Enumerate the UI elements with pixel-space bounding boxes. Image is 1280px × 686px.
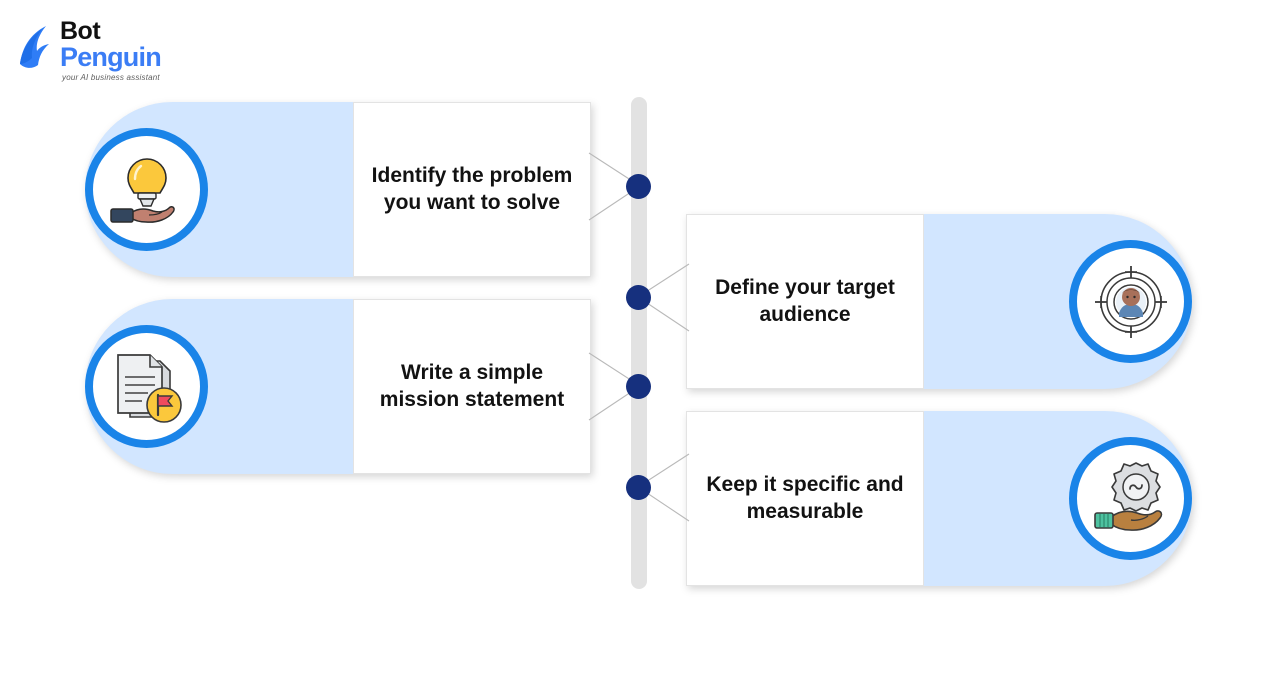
step-2-dot[interactable] (626, 285, 651, 310)
step-2-label: Define your target audience (715, 276, 895, 326)
step-4-dot[interactable] (626, 475, 651, 500)
target-audience-person-icon (1069, 240, 1192, 363)
step-4-label: Keep it specific and measurable (706, 473, 904, 523)
penguin-logo-icon (16, 24, 58, 72)
step-card-2[interactable]: Define your target audience (686, 214, 1192, 389)
step-1-text-pane: Identify the problem you want to solve (353, 102, 591, 277)
step-1-dot[interactable] (626, 174, 651, 199)
step-card-3[interactable]: Write a simple mission statement (85, 299, 591, 474)
step-card-1[interactable]: Identify the problem you want to solve (85, 102, 591, 277)
step-4-icon-pane (924, 411, 1192, 586)
step-3-icon-pane (85, 299, 353, 474)
brand-name-bot: Bot (60, 17, 101, 45)
step-4-text-pane: Keep it specific and measurable (686, 411, 924, 586)
step-card-4[interactable]: Keep it specific and measurable (686, 411, 1192, 586)
step-2-text-pane: Define your target audience (686, 214, 924, 389)
brand-wordmark: Bot Penguin your AI business assistant (60, 18, 220, 82)
brand-name-penguin: Penguin (60, 42, 162, 72)
step-1-icon-pane (85, 102, 353, 277)
vertical-timeline-bar (631, 97, 647, 589)
brand-logo: Bot Penguin your AI business assistant (16, 18, 216, 84)
step-2-icon-pane (924, 214, 1192, 389)
document-with-flag-icon (85, 325, 208, 448)
hand-holding-lightbulb-icon (85, 128, 208, 251)
step-3-label: Write a simple mission statement (379, 361, 565, 411)
step-1-label: Identify the problem you want to solve (371, 164, 573, 214)
step-3-text-pane: Write a simple mission statement (353, 299, 591, 474)
brand-tagline: your AI business assistant (62, 73, 160, 82)
step-3-dot[interactable] (626, 374, 651, 399)
hand-holding-gear-icon (1069, 437, 1192, 560)
